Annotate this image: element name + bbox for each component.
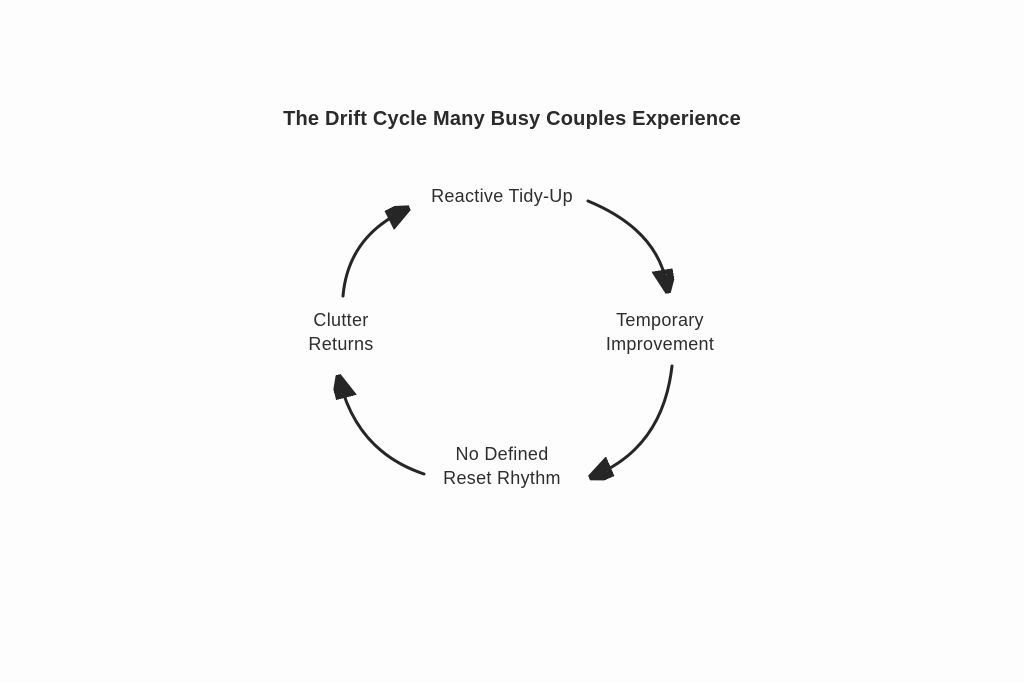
- arrow-right-to-bottom-icon: [596, 364, 674, 475]
- cycle-node-no-defined-reset-rhythm: No Defined Reset Rhythm: [443, 444, 561, 488]
- arrow-bottom-to-left-icon: [340, 382, 426, 476]
- cycle-node-reactive-tidy-up: Reactive Tidy-Up: [431, 186, 573, 206]
- arrow-left-to-top-icon: [341, 211, 403, 298]
- diagram-title: The Drift Cycle Many Busy Couples Experi…: [283, 108, 741, 130]
- arrow-top-to-right-icon: [586, 199, 667, 286]
- cycle-node-temporary-improvement: Temporary Improvement: [605, 310, 715, 354]
- cycle-node-clutter-returns: Clutter Returns: [308, 310, 374, 354]
